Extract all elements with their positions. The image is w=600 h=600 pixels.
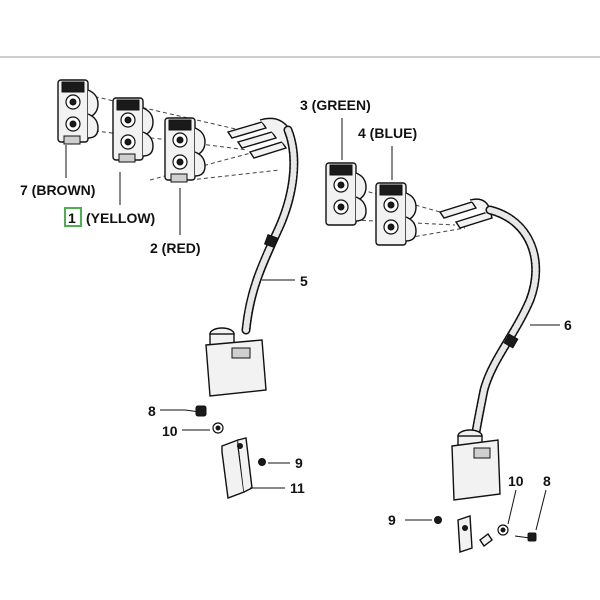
callout-yellow-highlight bbox=[64, 207, 82, 227]
callout-washer-left: 10 bbox=[162, 423, 178, 439]
valve-yellow[interactable] bbox=[112, 97, 154, 163]
callout-washer-right: 10 bbox=[508, 473, 524, 489]
nut-left[interactable] bbox=[258, 458, 266, 466]
callout-blue: 4 (BLUE) bbox=[358, 125, 417, 141]
callout-hose-right: 6 bbox=[564, 317, 572, 333]
reservoir-left[interactable] bbox=[205, 327, 267, 397]
screw-right[interactable] bbox=[514, 532, 537, 542]
callout-screw-left: 8 bbox=[148, 403, 156, 419]
valve-brown[interactable] bbox=[57, 79, 99, 145]
leader-washer-right bbox=[507, 489, 517, 525]
washer-right[interactable] bbox=[497, 524, 509, 536]
valve-red[interactable] bbox=[164, 117, 206, 183]
callout-bracket-left: 11 bbox=[290, 480, 305, 496]
valve-blue[interactable] bbox=[375, 182, 417, 246]
callout-brown: 7 (BROWN) bbox=[20, 182, 95, 198]
screw-left[interactable] bbox=[184, 405, 207, 417]
manifold-left[interactable] bbox=[226, 117, 295, 159]
leader-screw-right bbox=[535, 489, 547, 531]
callout-yellow: (YELLOW) bbox=[86, 210, 155, 226]
callout-red: 2 (RED) bbox=[150, 240, 201, 256]
valve-green[interactable] bbox=[325, 162, 367, 226]
nut-right[interactable] bbox=[434, 516, 442, 524]
bracket-right[interactable] bbox=[457, 515, 493, 553]
washer-left[interactable] bbox=[212, 422, 224, 434]
callout-green: 3 (GREEN) bbox=[300, 97, 371, 113]
callout-nut-left: 9 bbox=[295, 455, 303, 471]
callout-nut-right: 9 bbox=[388, 512, 396, 528]
callout-yellow-number[interactable]: 1 bbox=[68, 210, 76, 226]
manifold-right[interactable] bbox=[438, 198, 494, 229]
bracket-left[interactable] bbox=[221, 437, 253, 499]
callout-screw-right: 8 bbox=[543, 473, 551, 489]
reservoir-right[interactable] bbox=[451, 429, 501, 501]
hose-left[interactable] bbox=[241, 125, 299, 335]
callout-hose-left: 5 bbox=[300, 273, 308, 289]
hose-right[interactable] bbox=[471, 205, 541, 437]
